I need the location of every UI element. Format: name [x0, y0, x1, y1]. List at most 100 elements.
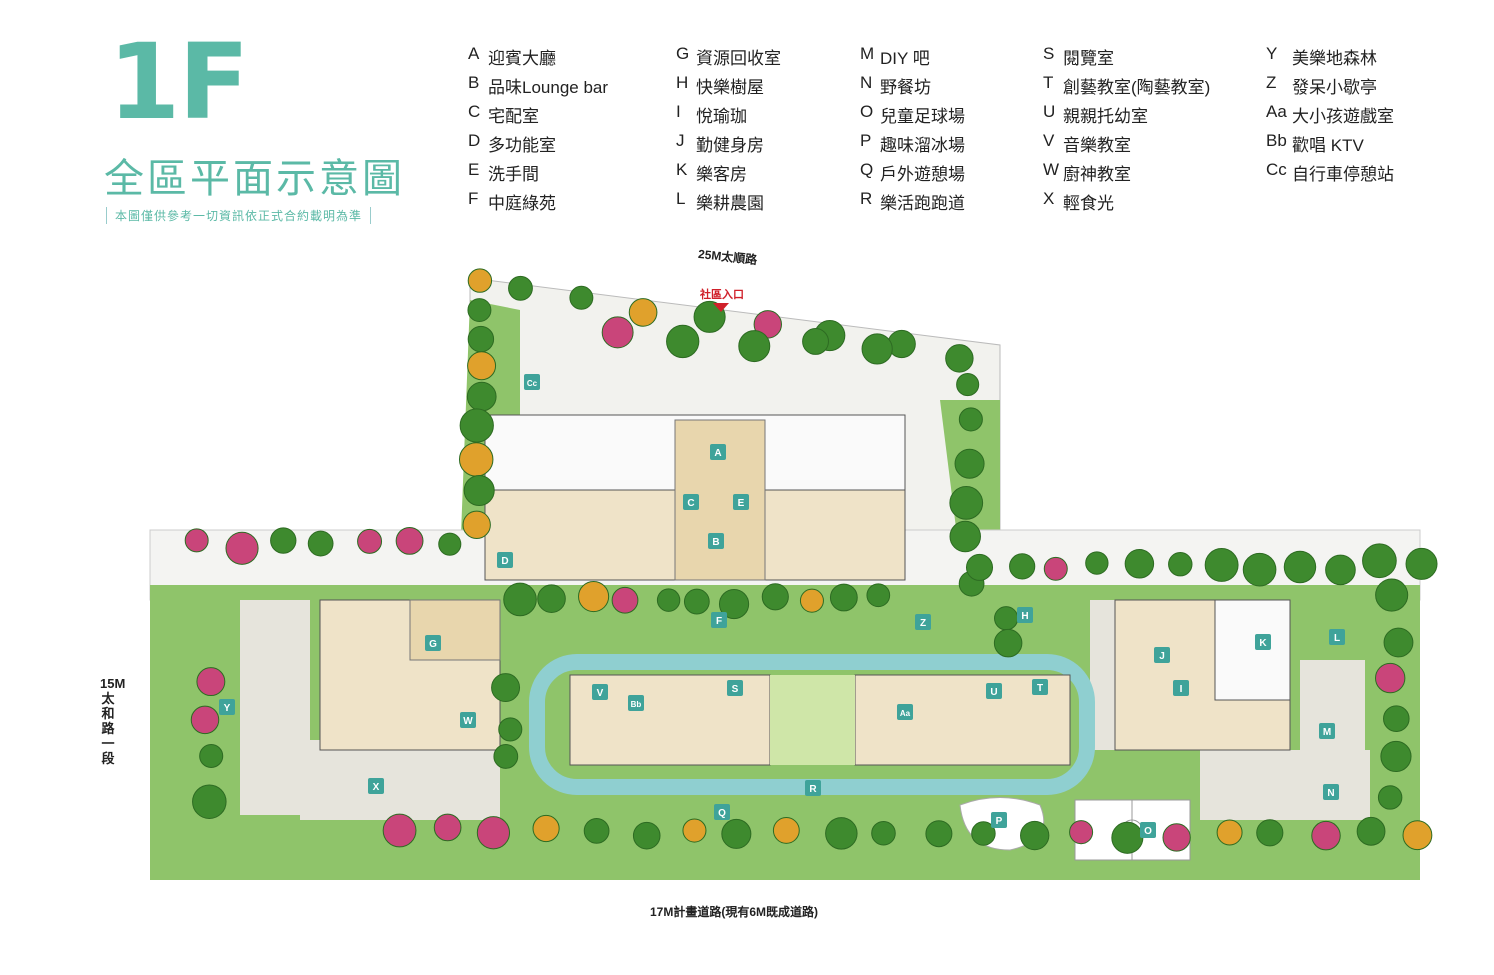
legend-key: N	[860, 73, 873, 92]
tree-icon	[772, 817, 800, 844]
tree-icon	[1124, 549, 1155, 579]
legend-label: 歡唱 KTV	[1292, 136, 1364, 155]
area-marker-s[interactable]: S	[727, 680, 743, 696]
legend-label: 戶外遊憩場	[880, 165, 965, 184]
tree-icon	[693, 300, 726, 333]
tree-icon	[1085, 551, 1109, 575]
tree-icon	[1383, 705, 1410, 732]
tree-icon	[601, 316, 634, 349]
area-marker-aa[interactable]: Aa	[897, 704, 913, 720]
tree-icon	[682, 818, 707, 843]
area-marker-label: V	[597, 688, 604, 699]
tree-icon	[1242, 552, 1277, 587]
area-marker-z[interactable]: Z	[915, 614, 931, 630]
legend-key: T	[1043, 73, 1054, 92]
legend-label: 樂活跑跑道	[880, 194, 965, 213]
tree-icon	[956, 373, 980, 397]
area-marker-d[interactable]: D	[497, 552, 513, 568]
area-marker-q[interactable]: Q	[714, 804, 730, 820]
legend-key: Y	[1266, 44, 1278, 63]
area-marker-l[interactable]: L	[1329, 629, 1345, 645]
tree-icon	[357, 528, 383, 554]
legend-item: D 多功能室	[468, 131, 608, 160]
tree-icon	[1356, 816, 1386, 846]
area-marker-label: Z	[920, 618, 926, 629]
area-marker-h[interactable]: H	[1017, 607, 1033, 623]
legend-key: D	[468, 131, 481, 150]
legend-label: 多功能室	[488, 136, 556, 155]
legend-key: R	[860, 189, 873, 208]
area-marker-y[interactable]: Y	[219, 699, 235, 715]
legend-label: 野餐坊	[880, 78, 931, 97]
area-marker-n[interactable]: N	[1323, 784, 1339, 800]
area-marker-a[interactable]: A	[710, 444, 726, 460]
area-marker-bb[interactable]: Bb	[628, 695, 644, 711]
legend-item: R 樂活跑跑道	[860, 189, 965, 218]
tree-icon	[190, 705, 220, 735]
area-marker-x[interactable]: X	[368, 778, 384, 794]
area-marker-cc[interactable]: Cc	[524, 374, 540, 390]
legend-key: V	[1043, 131, 1055, 150]
tree-icon	[1374, 662, 1406, 694]
tree-icon	[994, 606, 1019, 631]
area-marker-j[interactable]: J	[1154, 647, 1170, 663]
area-marker-v[interactable]: V	[592, 684, 608, 700]
tree-icon	[466, 381, 497, 412]
area-marker-e[interactable]: E	[733, 494, 749, 510]
tree-icon	[462, 510, 491, 540]
tree-icon	[1168, 551, 1193, 577]
tree-icon	[467, 351, 497, 381]
tree-icon	[666, 324, 700, 359]
entrance-arrow-icon	[713, 303, 729, 312]
legend-label: 宅配室	[488, 107, 539, 126]
legend-label: 品味Lounge bar	[488, 78, 609, 97]
area-marker-u[interactable]: U	[986, 683, 1002, 699]
legend-key: A	[468, 44, 480, 63]
legend-item: S 閱覽室	[1043, 44, 1210, 73]
area-marker-p[interactable]: P	[991, 812, 1007, 828]
area-marker-b[interactable]: B	[708, 533, 724, 549]
area-marker-label: F	[716, 616, 722, 627]
area-marker-t[interactable]: T	[1032, 679, 1048, 695]
legend-label: 洗手間	[488, 165, 539, 184]
area-marker-f[interactable]: F	[711, 612, 727, 628]
tree-icon	[802, 328, 829, 355]
area-marker-label: S	[732, 684, 739, 695]
tree-icon	[395, 526, 424, 555]
area-marker-g[interactable]: G	[425, 635, 441, 651]
tree-icon	[993, 628, 1023, 658]
tree-icon	[459, 408, 494, 443]
tree-icon	[829, 583, 858, 612]
tree-icon	[503, 582, 537, 617]
legend-key: M	[860, 44, 875, 63]
area-marker-m[interactable]: M	[1319, 723, 1335, 739]
tree-icon	[945, 344, 974, 373]
legend-key: Aa	[1266, 102, 1287, 121]
legend-key: S	[1043, 44, 1055, 63]
area-marker-o[interactable]: O	[1140, 822, 1156, 838]
legend-label: 閱覽室	[1063, 49, 1114, 68]
area-marker-k[interactable]: K	[1255, 634, 1271, 650]
area-marker-w[interactable]: W	[460, 712, 476, 728]
tree-icon	[463, 474, 495, 507]
legend-label: 親親托幼室	[1063, 107, 1148, 126]
area-marker-label: B	[712, 537, 719, 548]
area-marker-i[interactable]: I	[1173, 680, 1189, 696]
area-marker-r[interactable]: R	[805, 780, 821, 796]
legend-key: Cc	[1266, 160, 1287, 179]
area-marker-c[interactable]: C	[683, 494, 699, 510]
